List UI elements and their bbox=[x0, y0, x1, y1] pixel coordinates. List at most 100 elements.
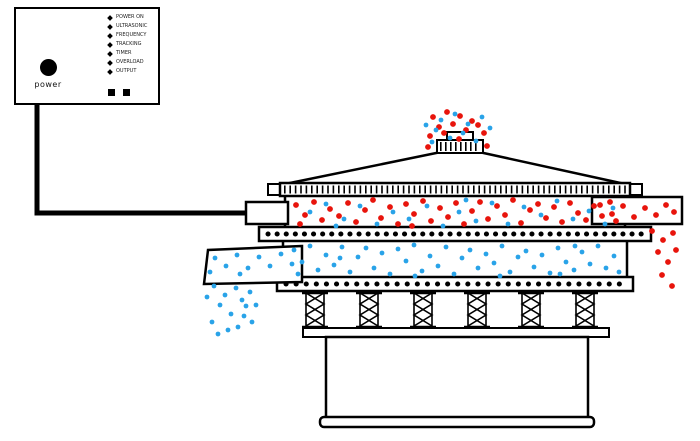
indicator-label: FREQUENCY bbox=[116, 32, 147, 38]
particle-dot bbox=[211, 283, 217, 289]
bottom-clamp-ring bbox=[275, 275, 635, 293]
particle-dot bbox=[379, 250, 385, 256]
particle-dot bbox=[403, 201, 409, 207]
indicator-row: ULTRASONIC bbox=[107, 22, 148, 31]
particle-dot bbox=[563, 259, 569, 265]
particle-dot bbox=[204, 294, 210, 300]
indicator-bullet-icon bbox=[107, 23, 113, 30]
particle-dot bbox=[207, 269, 213, 275]
particle-dot bbox=[613, 218, 619, 224]
particle-dot bbox=[620, 203, 626, 209]
coarse-outlet-right bbox=[590, 195, 684, 226]
particle-dot bbox=[228, 311, 234, 317]
particle-dot bbox=[337, 255, 343, 261]
particle-dot bbox=[452, 111, 458, 117]
power-cable bbox=[34, 104, 250, 216]
particle-dot bbox=[419, 268, 425, 274]
particle-dot bbox=[233, 285, 239, 291]
particle-dot bbox=[234, 252, 240, 258]
indicator-bullet-icon bbox=[107, 14, 113, 21]
switch-right[interactable] bbox=[123, 89, 130, 96]
particle-dot bbox=[586, 208, 592, 214]
indicator-row: POWER ON bbox=[107, 13, 147, 22]
particle-dot bbox=[395, 221, 401, 227]
particle-dot bbox=[223, 263, 229, 269]
particle-dot bbox=[665, 259, 671, 265]
switch-left[interactable] bbox=[108, 89, 115, 96]
particle-dot bbox=[603, 265, 609, 271]
particle-dot bbox=[315, 267, 321, 273]
particle-dot bbox=[420, 198, 426, 204]
particle-dot bbox=[570, 216, 576, 222]
particle-dot bbox=[215, 331, 221, 337]
particle-dot bbox=[461, 221, 467, 227]
ultrasonic-transducer-port bbox=[244, 200, 290, 226]
particle-dot bbox=[670, 230, 676, 236]
particle-dot bbox=[595, 243, 601, 249]
particle-dot bbox=[477, 199, 483, 205]
particle-dot bbox=[475, 265, 481, 271]
particle-dot bbox=[289, 261, 295, 267]
particle-dot bbox=[485, 216, 491, 222]
upper-deck bbox=[283, 192, 627, 230]
particle-dot bbox=[362, 207, 368, 213]
particle-dot bbox=[424, 203, 430, 209]
particle-dot bbox=[395, 246, 401, 252]
particle-dot bbox=[355, 254, 361, 260]
particle-dot bbox=[583, 217, 589, 223]
particle-dot bbox=[237, 271, 243, 277]
particle-dot bbox=[444, 109, 450, 115]
indicator-label: ULTRASONIC bbox=[116, 23, 148, 29]
particle-dot bbox=[437, 205, 443, 211]
particles-upper-deck-blue bbox=[307, 197, 616, 229]
particle-dot bbox=[429, 139, 435, 145]
indicator-label: TRACKING bbox=[116, 41, 142, 47]
particle-dot bbox=[591, 203, 597, 209]
indicator-row: OVERLOAD bbox=[107, 58, 147, 67]
particle-dot bbox=[555, 245, 561, 251]
indicator-label: OUTPUT bbox=[116, 68, 137, 74]
particle-dot bbox=[371, 265, 377, 271]
particle-dot bbox=[357, 203, 363, 209]
particle-dot bbox=[353, 219, 359, 225]
particle-dot bbox=[341, 216, 347, 222]
particle-dot bbox=[527, 207, 533, 213]
particle-dot bbox=[363, 245, 369, 251]
particle-dot bbox=[494, 203, 500, 209]
particle-dot bbox=[247, 289, 253, 295]
particle-dot bbox=[235, 324, 241, 330]
particle-layer bbox=[204, 109, 679, 337]
particle-dot bbox=[428, 218, 434, 224]
particle-dot bbox=[460, 130, 466, 136]
particle-dot bbox=[469, 118, 475, 124]
particles-lower-deck-blue bbox=[291, 242, 622, 279]
particle-dot bbox=[378, 215, 384, 221]
particles-right-outlet-red bbox=[597, 202, 679, 289]
particle-dot bbox=[307, 209, 313, 215]
power-knob[interactable] bbox=[40, 59, 57, 76]
particle-dot bbox=[484, 143, 490, 149]
particle-dot bbox=[323, 201, 329, 207]
particle-dot bbox=[575, 210, 581, 216]
particle-dot bbox=[571, 267, 577, 273]
particle-dot bbox=[660, 237, 666, 243]
indicator-bullet-icon bbox=[107, 59, 113, 66]
particles-upper-deck-red bbox=[293, 197, 619, 229]
particle-dot bbox=[673, 247, 679, 253]
particle-dot bbox=[440, 223, 446, 229]
indicator-row: FREQUENCY bbox=[107, 31, 147, 40]
particle-dot bbox=[473, 218, 479, 224]
particle-dot bbox=[489, 200, 495, 206]
particle-dot bbox=[567, 200, 573, 206]
particle-dot bbox=[409, 223, 415, 229]
particle-dot bbox=[403, 258, 409, 264]
particle-dot bbox=[631, 214, 637, 220]
particle-dot bbox=[430, 114, 436, 120]
particle-dot bbox=[253, 302, 259, 308]
particle-dot bbox=[212, 255, 218, 261]
springs bbox=[300, 291, 600, 329]
indicator-row: TRACKING bbox=[107, 40, 147, 49]
